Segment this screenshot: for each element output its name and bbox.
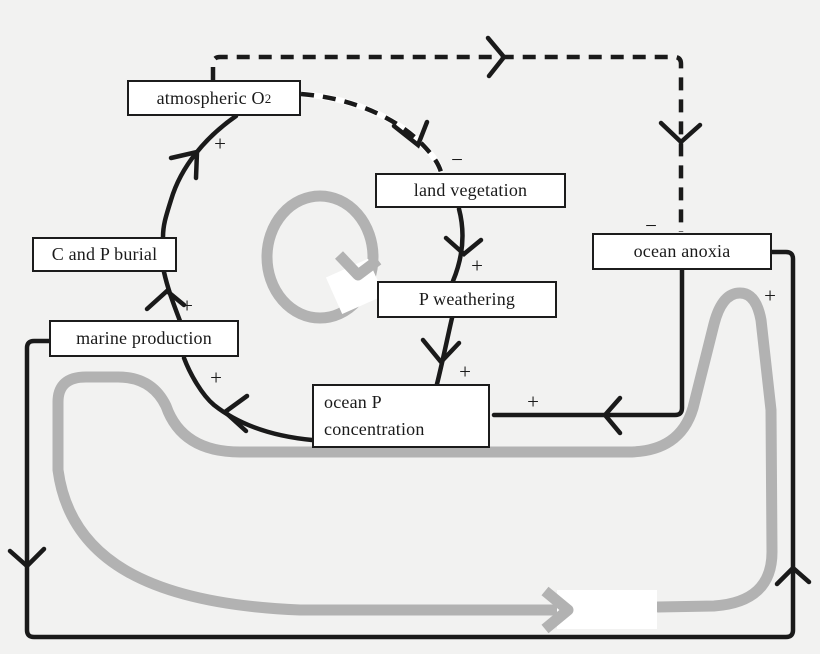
loop-arrow-gap [557,590,657,629]
sign-p-weathering-to-ocean-p: + [459,359,471,384]
arrowhead-to-marine-production [221,393,250,434]
arrow-c-and-p-burial-to-atmospheric-o2 [160,113,239,240]
node-ocean-anoxia: ocean anoxia [592,233,772,270]
node-ocean-p-line1: ocean P [324,392,382,412]
sign-marine-production-to-anoxia: + [764,283,776,308]
node-atmospheric-o2-subscript: 2 [264,90,272,106]
arrowhead-to-c-and-p-burial [144,288,187,312]
node-ocean-p-line2: concentration [324,419,425,439]
sign-land-vegetation-to-p-weathering: + [471,253,483,278]
node-land-vegetation-label: land vegetation [413,180,528,200]
sign-burial-to-o2: + [214,131,226,156]
dashed-arrow-o2-to-ocean-anoxia [210,54,684,232]
arrow-p-weathering-to-ocean-p [434,315,455,387]
sign-marine-production-to-burial: + [181,293,193,318]
dashed-arrow-o2-to-land-vegetation-casing [300,91,444,173]
node-c-and-p-burial-label: C and P burial [51,244,158,264]
arrow-marine-production-to-ocean-anoxia [24,249,796,640]
node-ocean-p-concentration: ocean P concentration [312,384,490,448]
ocean-circulation-loop [52,287,778,616]
node-ocean-anoxia-label: ocean anoxia [633,241,731,261]
sign-ocean-p-to-marine-production: + [210,365,222,390]
arrowhead-to-p-weathering [443,235,484,257]
node-c-and-p-burial: C and P burial [32,237,177,272]
dashed-arrow-o2-to-land-vegetation [300,91,444,173]
node-marine-production-label: marine production [76,328,212,348]
arrowhead-to-atmospheric-o2 [168,149,200,181]
sign-anoxia-to-ocean-p: + [527,389,539,414]
dashed-to-land-vegetation-arrowhead [391,119,430,149]
outer-right-up-arrowhead [774,564,812,587]
feedback-cycle-arrowhead [335,251,382,281]
arrow-ocean-anoxia-to-ocean-p [491,267,685,418]
sign-o2-to-ocean-anoxia: − [645,213,657,238]
node-atmospheric-o2-label: atmospheric O [156,87,265,108]
dashed-down-arrowhead [658,120,703,146]
outer-left-down-arrowhead [7,546,47,570]
node-land-vegetation: land vegetation [375,173,566,208]
node-p-weathering: P weathering [377,281,557,318]
sign-o2-to-land-vegetation: − [451,147,463,172]
arrowhead-anoxia-to-ocean-p [602,395,623,436]
arrowhead-to-ocean-p [420,337,462,366]
arrow-ocean-p-to-marine-production [181,355,315,443]
node-marine-production: marine production [49,320,239,357]
arrow-land-vegetation-to-p-weathering [450,206,465,284]
dashed-top-right-arrowhead [485,35,507,79]
ocean-loop-arrowhead [541,586,574,634]
node-p-weathering-label: P weathering [418,289,516,309]
